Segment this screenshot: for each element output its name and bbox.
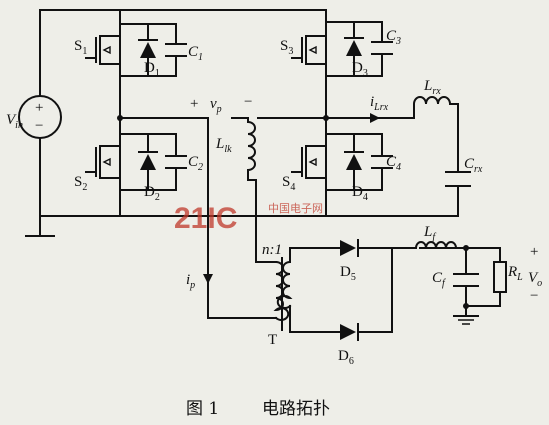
label-llk: Llk	[215, 136, 232, 155]
resonant-inductor-lrx	[413, 96, 459, 119]
junction-dots	[117, 115, 469, 309]
input-voltage-source: + −	[18, 95, 62, 139]
label-rl: RL	[507, 264, 523, 283]
switch-s3	[291, 35, 327, 65]
current-arrow-ip	[203, 274, 213, 284]
label-s3: S3	[280, 38, 293, 57]
capacitor-c4	[371, 133, 393, 191]
label-c1: C1	[188, 44, 203, 63]
capacitor-c3	[371, 21, 393, 77]
capacitor-c2	[165, 133, 187, 191]
transformer	[273, 257, 293, 331]
label-lf: Lf	[423, 224, 436, 243]
label-d2: D2	[144, 184, 160, 203]
vo-minus-sign: −	[530, 288, 538, 304]
label-d1: D1	[144, 60, 160, 79]
label-cf: Cf	[432, 270, 446, 289]
label-vin: Vin	[6, 112, 23, 131]
diode-d6	[340, 323, 359, 341]
filter-capacitor-cf	[453, 273, 479, 287]
diode-d5	[340, 239, 359, 257]
watermark-logo: 21IC	[174, 202, 237, 235]
filter-inductor-lf	[414, 241, 458, 250]
source-minus-sign: −	[35, 118, 43, 134]
label-s2: S2	[74, 174, 87, 193]
vp-minus-sign: −	[244, 94, 252, 110]
label-d5: D5	[340, 264, 356, 283]
vo-plus-sign: +	[530, 244, 538, 260]
label-c2: C2	[188, 154, 203, 173]
label-d3: D3	[352, 60, 368, 79]
label-crx: Crx	[464, 156, 483, 175]
leakage-inductor	[246, 120, 256, 172]
label-ilrx: iLrx	[370, 94, 389, 113]
label-turns-ratio: n:1	[262, 242, 282, 258]
switch-s2	[85, 145, 121, 179]
resonant-capacitor-crx	[445, 171, 471, 187]
label-vp: vp	[210, 96, 222, 115]
label-d6: D6	[338, 348, 354, 367]
diode-d1	[119, 23, 177, 77]
secondary-wire	[289, 247, 501, 333]
label-s1: S1	[74, 38, 87, 57]
current-arrow-ilrx	[370, 113, 380, 123]
switch-s4	[291, 145, 327, 179]
diode-d3	[325, 21, 383, 77]
diode-d4	[325, 133, 383, 191]
figure-caption: 电路拓扑	[262, 399, 330, 419]
output-ground-symbol	[453, 309, 479, 325]
site-watermark: 21IC 中国电子网	[174, 202, 323, 235]
label-transformer: T	[268, 332, 277, 348]
source-plus-sign: +	[35, 100, 43, 116]
label-s4: S4	[282, 174, 295, 193]
label-d4: D4	[352, 184, 368, 203]
load-resistor-rl	[493, 261, 507, 293]
leakage-lead-wire	[231, 117, 277, 263]
label-vo: Vo	[528, 270, 542, 289]
diode-d2	[119, 133, 177, 191]
primary-left-wire	[119, 117, 277, 319]
label-ip: ip	[186, 272, 195, 291]
figure-number: 图 1	[186, 399, 219, 419]
vp-plus-sign: +	[190, 96, 198, 112]
watermark-subtitle: 中国电子网	[268, 202, 323, 215]
label-lrx: Lrx	[423, 78, 441, 97]
label-c3: C3	[386, 28, 401, 47]
switch-s1	[85, 35, 121, 65]
label-c4: C4	[386, 154, 401, 173]
capacitor-c1	[165, 23, 187, 77]
